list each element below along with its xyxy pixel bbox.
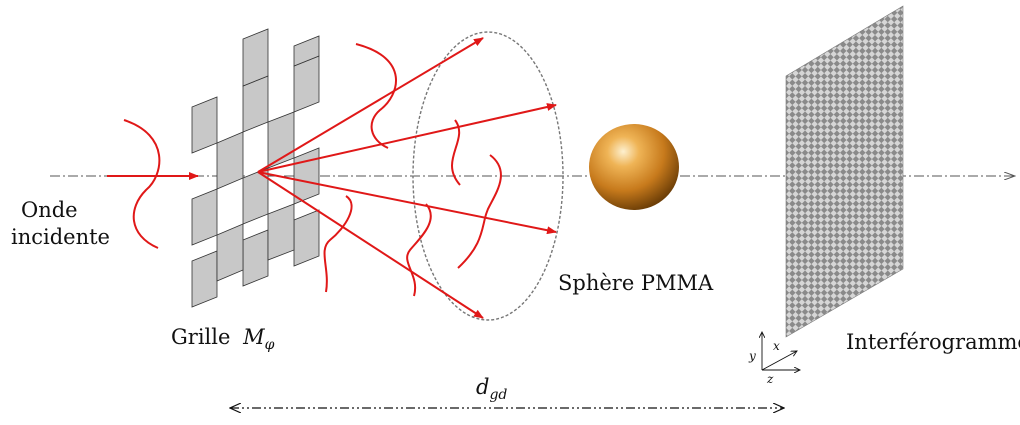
- incident-wave-label-line2: incidente: [11, 225, 110, 249]
- distance-symbol: d: [476, 375, 490, 399]
- grid-label-text: Grille: [171, 325, 231, 349]
- grid-symbol-subscript: φ: [264, 337, 275, 354]
- incident-wave: [123, 119, 161, 249]
- axis-y-label: y: [749, 349, 756, 363]
- grid-symbol: M: [243, 325, 265, 349]
- pmma-sphere: [589, 124, 679, 210]
- axis-x-label: x: [773, 339, 780, 353]
- axis-z-label: z: [767, 372, 774, 386]
- grid-label: Grille Mφ: [171, 325, 274, 357]
- interferogram-label: Interférogramme: [846, 330, 1020, 354]
- diffraction-grid: [191, 28, 320, 308]
- wavefront-ellipse: [412, 31, 564, 321]
- wavelets: [323, 43, 502, 297]
- coordinate-axes: [762, 332, 800, 370]
- incident-wave-label-line1: Onde: [21, 198, 78, 222]
- distance-label: dgd: [476, 375, 507, 407]
- interferogram-screen: [785, 5, 904, 338]
- diffracted-rays: [257, 37, 557, 319]
- distance-subscript: gd: [489, 387, 508, 404]
- sphere-label: Sphère PMMA: [558, 271, 714, 295]
